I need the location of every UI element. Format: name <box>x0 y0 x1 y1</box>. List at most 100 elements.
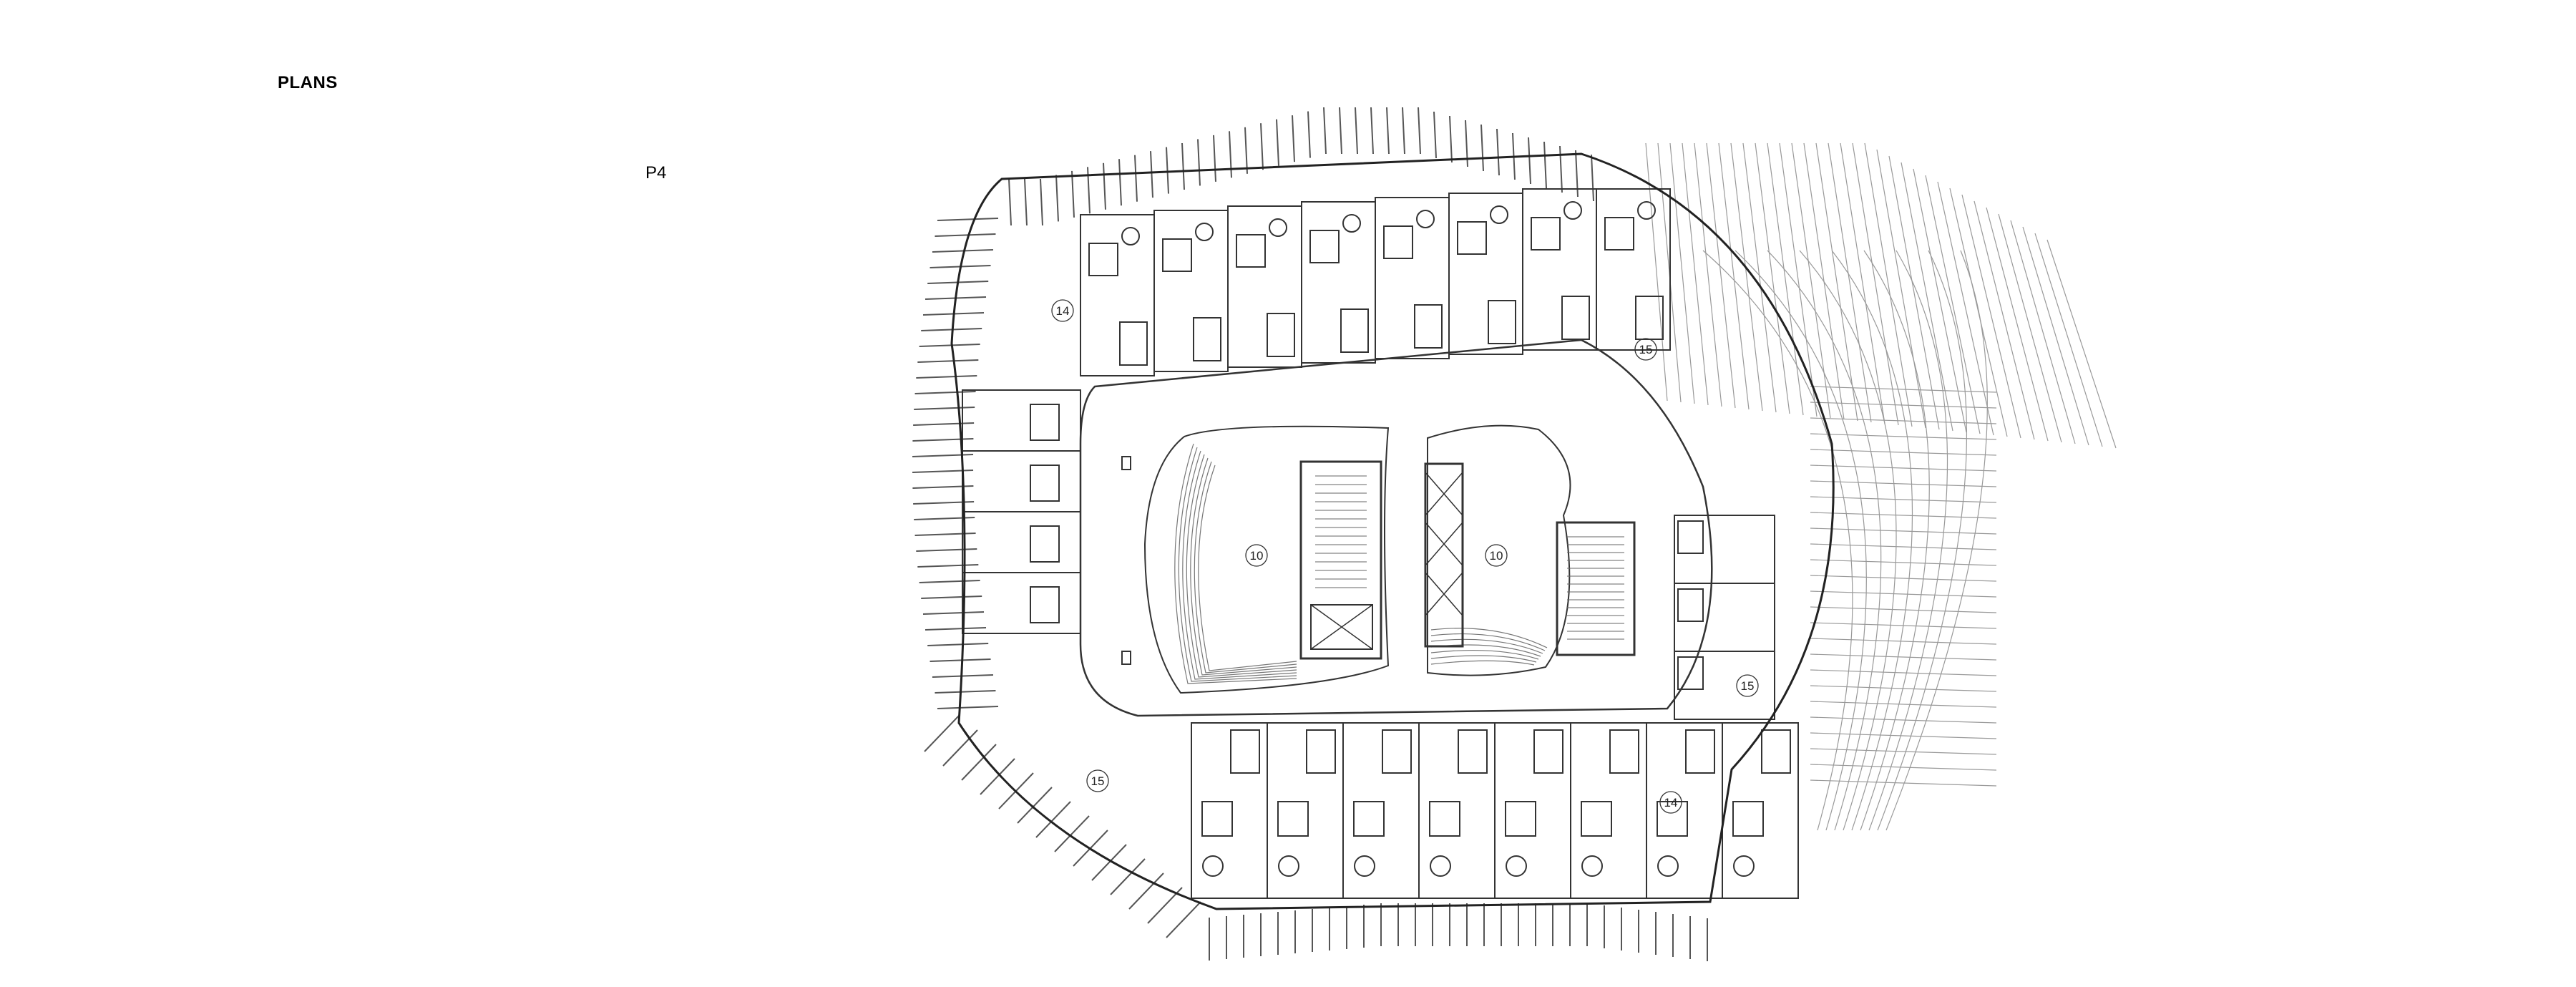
canopy-arc <box>1885 250 1988 831</box>
canopy-line <box>2034 233 2103 447</box>
canopy-line <box>1810 449 1997 456</box>
facade-fin <box>919 580 980 583</box>
facade-fin <box>1134 155 1138 202</box>
table <box>1657 855 1679 877</box>
bed <box>1383 225 1413 259</box>
canopy-line <box>1810 512 1997 519</box>
bathroom <box>1267 313 1295 357</box>
elevator-core-west <box>1310 604 1373 650</box>
atrium-void-west <box>1143 425 1390 694</box>
room-label-10-east: 10 <box>1485 544 1508 567</box>
facade-fin <box>912 454 974 457</box>
canopy-arc <box>1767 250 1882 831</box>
canopy-line <box>1925 175 1981 434</box>
canopy-line <box>1810 465 1997 472</box>
facade-fin <box>1292 115 1295 162</box>
bed <box>1236 234 1266 268</box>
bathroom <box>1533 729 1563 774</box>
facade-fin <box>1103 162 1106 210</box>
canopy-line <box>1876 149 1926 429</box>
canopy-line <box>1669 142 1695 404</box>
facade-fin <box>1150 151 1153 198</box>
facade-fin <box>1528 137 1531 185</box>
bed <box>1581 801 1612 837</box>
facade-fin <box>1480 124 1484 172</box>
guest-room <box>1674 651 1775 720</box>
bathroom <box>1030 586 1060 623</box>
facade-fin <box>1355 107 1358 155</box>
page-title: PLANS <box>278 73 338 92</box>
facade-fin <box>1276 119 1279 166</box>
table <box>1195 223 1214 241</box>
bed <box>1657 801 1688 837</box>
table <box>1278 855 1299 877</box>
facade-fin <box>914 407 975 410</box>
bathroom <box>1414 304 1443 349</box>
canopy-line <box>1913 168 1967 433</box>
bathroom <box>1488 300 1516 344</box>
canopy-line <box>1937 181 1994 436</box>
bed <box>1604 217 1634 251</box>
room-label-text: 10 <box>1250 549 1264 563</box>
canopy-line <box>1810 638 1997 645</box>
facade-fin <box>914 391 976 394</box>
facade-fin <box>917 564 979 568</box>
canopy-line <box>1645 142 1668 402</box>
canopy-arc <box>1702 250 1853 831</box>
canopy-line <box>1810 653 1997 661</box>
facade-fin <box>1433 111 1437 159</box>
canopy-line <box>1706 142 1736 409</box>
canopy-arc <box>1799 250 1897 831</box>
bathroom <box>1030 525 1060 563</box>
facade-fin <box>917 359 979 363</box>
facade-fin <box>937 706 999 709</box>
room-label-text: 14 <box>1056 304 1070 318</box>
table <box>1506 855 1527 877</box>
canopy-line <box>1810 527 1997 535</box>
facade-fin <box>1040 178 1043 226</box>
room-label-15-southwest: 15 <box>1086 769 1109 792</box>
guest-room <box>1375 197 1450 359</box>
canopy-line <box>2010 220 2076 444</box>
tier-line <box>1430 649 1539 660</box>
bed <box>1353 801 1385 837</box>
tier-line <box>1190 457 1297 676</box>
table <box>1581 855 1603 877</box>
bed <box>1457 221 1487 255</box>
canopy-line <box>2022 226 2089 446</box>
canopy-arc <box>1735 250 1867 831</box>
tier-line <box>1178 447 1297 682</box>
facade-fin <box>1402 107 1405 155</box>
room-label-text: 15 <box>1639 343 1653 356</box>
table <box>1563 201 1582 220</box>
stair-core-west <box>1299 460 1382 660</box>
bathroom <box>1030 465 1060 502</box>
canopy-line <box>1864 142 1913 427</box>
facade-fin <box>912 470 974 473</box>
bathroom <box>1030 404 1060 441</box>
facade-fin <box>961 744 997 781</box>
facade-fin <box>1055 175 1059 222</box>
tier-line <box>1182 450 1297 680</box>
bed <box>1531 217 1561 251</box>
table <box>1269 218 1287 237</box>
facade-fin <box>1166 147 1169 194</box>
facade-fin <box>1017 787 1053 824</box>
tier-line <box>1430 638 1543 654</box>
table <box>1430 855 1451 877</box>
facade-fin <box>1418 107 1421 155</box>
bed <box>1505 801 1536 837</box>
facade-fin <box>1449 115 1453 163</box>
facade-fin <box>1496 128 1500 176</box>
canopy-line <box>1810 669 1997 676</box>
east-canopy-lines <box>1645 142 2117 831</box>
tier-line <box>1174 443 1297 684</box>
guest-room <box>962 511 1081 573</box>
room-label-14-south: 14 <box>1659 791 1682 814</box>
canopy-line <box>1998 213 2062 443</box>
table <box>1354 855 1375 877</box>
canopy-line <box>1810 685 1997 692</box>
facade-fin <box>1071 170 1075 218</box>
canopy-line <box>1810 386 1997 393</box>
table <box>1121 227 1140 245</box>
